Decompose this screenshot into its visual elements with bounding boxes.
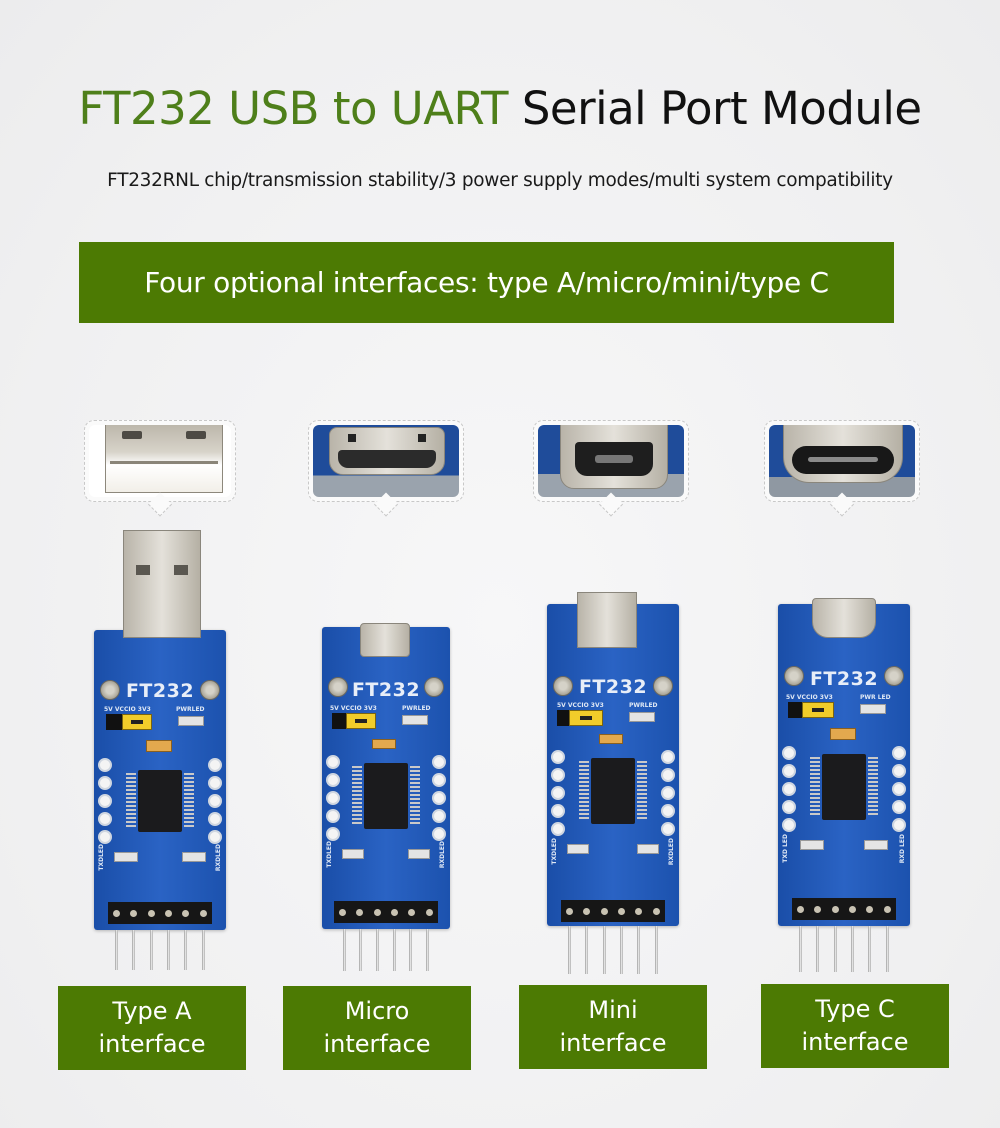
mounting-hole-icon xyxy=(200,680,220,700)
power-select-silkscreen: 5V VCCIO 3V3 xyxy=(786,694,833,701)
power-select-silkscreen: 5V VCCIO 3V3 xyxy=(330,705,377,712)
module-board-type-c: FT232 5V VCCIO 3V3 PWR LED TXD LED RXD L… xyxy=(778,598,910,926)
type-c-port-icon xyxy=(783,425,903,483)
txd-led-silkscreen: TXDLED xyxy=(98,844,105,871)
pwr-led-icon xyxy=(629,712,655,722)
rxd-led-silkscreen: RXDLED xyxy=(668,838,675,866)
ft232-chip-icon xyxy=(810,754,878,820)
chip-name-silkscreen: FT232 xyxy=(351,679,421,701)
mounting-hole-icon xyxy=(653,676,673,696)
pwr-led-silkscreen: PWR LED xyxy=(860,694,891,701)
chip-name-silkscreen: FT232 xyxy=(809,668,879,690)
pwr-led-icon xyxy=(860,704,886,714)
txd-led-silkscreen: TXD LED xyxy=(782,834,789,863)
power-select-silkscreen: 5V VCCIO 3V3 xyxy=(557,702,604,709)
pwr-led-silkscreen: PWRLED xyxy=(629,702,658,709)
header-pins-mini xyxy=(561,926,665,974)
power-jumper xyxy=(122,714,152,730)
power-jumper xyxy=(569,710,603,726)
header-pins-type-a xyxy=(108,930,212,970)
label-mini: Mini interface xyxy=(519,985,707,1069)
mounting-hole-icon xyxy=(328,677,348,697)
title-black-part: Serial Port Module xyxy=(521,82,922,135)
chip-name-silkscreen: FT232 xyxy=(125,680,195,702)
txd-led-silkscreen: TXDLED xyxy=(326,841,333,868)
title-green-part: FT232 USB to UART xyxy=(78,82,509,135)
type-c-connector-closeup xyxy=(764,420,920,502)
power-select-silkscreen: 5V VCCIO 3V3 xyxy=(104,706,151,713)
label-type-a: Type A interface xyxy=(58,986,246,1070)
mini-usb-port-icon xyxy=(560,425,668,489)
pwr-led-icon xyxy=(402,715,428,725)
mounting-hole-icon xyxy=(884,666,904,686)
ft232-chip-icon xyxy=(126,770,194,832)
rxd-led-silkscreen: RXD LED xyxy=(899,834,906,864)
label-line1: Mini xyxy=(588,996,638,1024)
pin-header xyxy=(334,901,438,923)
ft232-chip-icon xyxy=(579,758,647,824)
label-line1: Micro xyxy=(344,997,410,1025)
label-micro: Micro interface xyxy=(283,986,471,1070)
pin-header xyxy=(561,900,665,922)
type-a-connector-closeup xyxy=(84,420,236,502)
type-c-port-icon xyxy=(812,598,876,638)
rxd-led-silkscreen: RXDLED xyxy=(439,841,446,869)
usb-a-plug xyxy=(123,530,201,640)
label-line2: interface xyxy=(559,1029,667,1057)
power-jumper xyxy=(802,702,834,718)
mounting-hole-icon xyxy=(784,666,804,686)
interfaces-banner: Four optional interfaces: type A/micro/m… xyxy=(79,242,894,323)
label-line1: Type A xyxy=(112,997,192,1025)
txd-led-silkscreen: TXDLED xyxy=(551,838,558,865)
label-line2: interface xyxy=(801,1028,909,1056)
pwr-led-icon xyxy=(178,716,204,726)
header-pins-micro xyxy=(336,929,436,971)
mini-usb-port-icon xyxy=(577,592,637,648)
pin-header xyxy=(108,902,212,924)
pwr-led-silkscreen: PWRLED xyxy=(176,706,205,713)
label-line2: interface xyxy=(98,1030,206,1058)
label-line1: Type C xyxy=(815,995,895,1023)
micro-usb-port-icon xyxy=(329,427,445,475)
chip-name-silkscreen: FT232 xyxy=(578,676,648,698)
label-type-c: Type C interface xyxy=(761,984,949,1068)
mounting-hole-icon xyxy=(100,680,120,700)
label-line2: interface xyxy=(323,1030,431,1058)
module-board-micro: FT232 5V VCCIO 3V3 PWRLED TXDLED RXDLED xyxy=(322,623,450,929)
mounting-hole-icon xyxy=(424,677,444,697)
power-jumper xyxy=(346,713,376,729)
module-board-type-a: FT232 5V VCCIO 3V3 PWRLED TXDLED RXDLED xyxy=(94,630,226,930)
micro-connector-closeup xyxy=(308,420,464,502)
pin-header xyxy=(792,898,896,920)
micro-usb-port-icon xyxy=(360,623,410,657)
module-board-mini: FT232 5V VCCIO 3V3 PWRLED TXDLED RXDLED xyxy=(547,592,679,926)
header-pins-type-c xyxy=(792,926,896,972)
usb-a-plug-icon xyxy=(105,425,223,493)
interfaces-banner-text: Four optional interfaces: type A/micro/m… xyxy=(144,266,829,299)
feature-subtitle: FT232RNL chip/transmission stability/3 p… xyxy=(107,170,893,191)
mounting-hole-icon xyxy=(553,676,573,696)
ft232-chip-icon xyxy=(352,763,420,829)
page-title: FT232 USB to UART Serial Port Module xyxy=(0,82,1000,135)
mini-connector-closeup xyxy=(533,420,689,502)
rxd-led-silkscreen: RXDLED xyxy=(215,844,222,872)
pwr-led-silkscreen: PWRLED xyxy=(402,705,431,712)
